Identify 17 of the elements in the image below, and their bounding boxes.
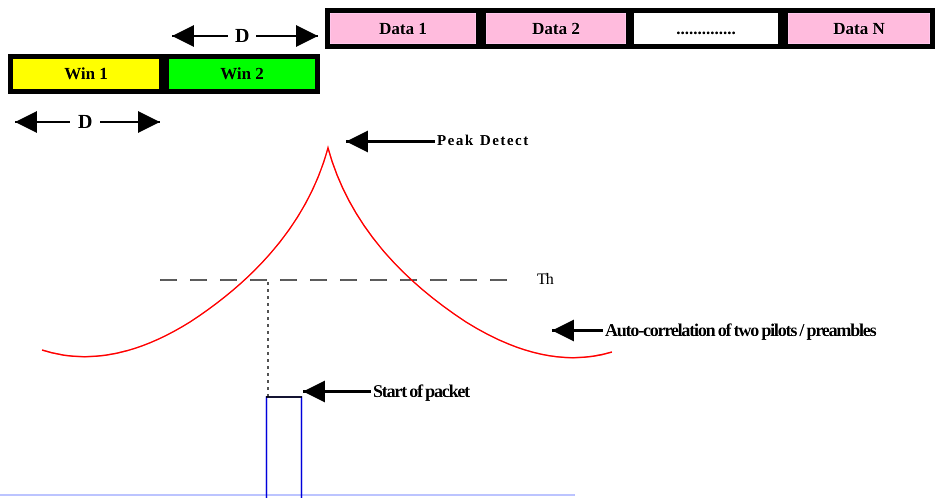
window-block: Win 2 xyxy=(164,54,320,94)
dimension-label: D xyxy=(235,24,250,48)
arrow xyxy=(303,380,371,402)
ellipsis-block: .............. xyxy=(629,8,783,49)
annotation-text: Auto-correlation of two pilots / preambles xyxy=(605,320,876,341)
annotation-text: Start of packet xyxy=(373,381,469,402)
threshold-label: Th xyxy=(537,271,553,289)
packet-pulse xyxy=(266,396,302,498)
window-block: Win 1 xyxy=(8,54,164,94)
annotation-text: Peak Detect xyxy=(437,133,530,150)
arrow xyxy=(552,320,603,342)
dimension-label: D xyxy=(78,110,92,134)
data-block: Data 2 xyxy=(481,8,631,49)
arrow xyxy=(346,130,435,152)
dotted-line xyxy=(267,282,269,397)
data-block: Data N xyxy=(783,8,935,49)
data-block: Data 1 xyxy=(325,8,481,49)
